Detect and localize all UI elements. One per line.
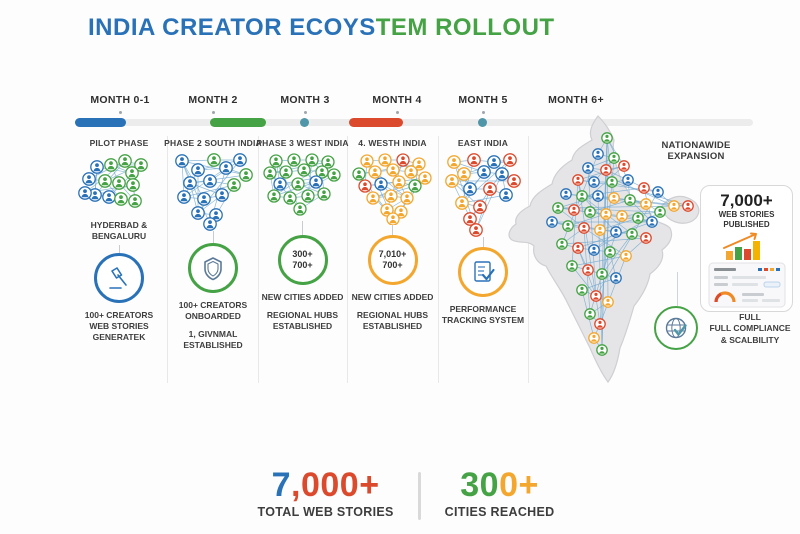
column-divider	[167, 136, 168, 383]
expansion-header: NATIONAWIDE EXPANSION	[661, 140, 731, 162]
stat-divider	[417, 472, 421, 520]
phase-label: 4. WESTH INDIA	[358, 138, 427, 148]
column-divider	[258, 136, 259, 383]
title-blue-part: INDIA CREATOR ECOYS	[88, 14, 376, 41]
stat-total-web-stories: 7,000+ TOTAL WEB STORIES	[258, 468, 394, 520]
badge-stat-line1: 7,010+	[378, 249, 407, 260]
badge-stat-line2: 700+	[382, 260, 403, 270]
timeline-tick	[119, 111, 122, 114]
card-connector-line	[677, 272, 678, 306]
card-label-line1: WEB STORIES	[718, 209, 775, 219]
column-caption: NEW CITIES ADDED	[351, 292, 434, 302]
column-phase3-west: PHASE 3 WEST INDIA 300+ 700+ NEW CITIES …	[256, 135, 348, 332]
compliance-line1: FULL	[739, 312, 761, 322]
location-label: HYDERBAD & BENGALURU	[90, 219, 148, 241]
column-phase2-south: PHASE 2 SOUTH INDIA 100+ CREATORS ONBOAR…	[164, 135, 262, 351]
compliance-badge	[654, 306, 698, 350]
compliance-text: FULL FULL COMPLIANCE & SCALBILITY	[698, 312, 800, 346]
tracking-badge	[458, 247, 508, 297]
month-label-3: MONTH 3	[280, 94, 330, 106]
badge-stat-line1: 300+	[292, 249, 313, 260]
stat2-label: CITIES REACHED	[444, 505, 555, 519]
column-caption: 1, GIVNMAL ESTABLISHED	[183, 329, 243, 351]
column-pilot-phase: PILOT PHASE HYDERBAD & BENGALURU 100+ CR…	[75, 135, 163, 343]
mini-dashboard	[708, 262, 785, 308]
timeline-tick	[212, 111, 215, 114]
timeline-track	[75, 119, 753, 126]
network-diagram	[352, 153, 432, 225]
stat1-value-blue: 7	[271, 466, 292, 504]
connector-line	[212, 231, 214, 243]
month-label-6plus: MONTH 6+	[548, 94, 604, 106]
shield-icon	[204, 257, 222, 281]
badge-stat-line2: 700+	[292, 260, 313, 270]
column-caption: PERFORMANCE TRACKING SYSTEM	[441, 304, 525, 326]
connector-line	[118, 245, 120, 253]
india-map	[508, 115, 700, 384]
column-caption: REGIONAL HUBS ESTABLISHED	[266, 310, 339, 332]
stat2-value-green: 30	[460, 466, 500, 504]
timeline-segment-pilot	[75, 118, 126, 127]
network-diagram	[175, 153, 253, 231]
title-green-part: TEM ROLLOUT	[375, 14, 555, 41]
timeline-dot-month5	[478, 118, 487, 127]
column-divider	[528, 136, 529, 383]
month-label-5: MONTH 5	[458, 94, 508, 106]
compliance-line2: FULL COMPLIANCE	[709, 323, 791, 334]
phase-label: PILOT PHASE	[89, 138, 149, 148]
network-diagram	[78, 154, 148, 208]
timeline-dot-month3	[300, 118, 309, 127]
compliance-line3: & SCALBILITY	[720, 334, 780, 345]
footer-stats: 7,000+ TOTAL WEB STORIES 300+ CITIES REA…	[6, 468, 800, 520]
timeline-segment-phase2	[210, 118, 266, 127]
column-east-india: EAST INDIA PERFORMANCE TRACKING SYSTEM	[440, 135, 526, 326]
column-caption: 100+ CREATORS ONBOARDED	[178, 300, 248, 322]
stats-badge: 300+ 700+	[277, 235, 328, 285]
timeline-tick	[304, 111, 307, 114]
phase-label: PHASE 3 WEST INDIA	[256, 138, 349, 148]
column-caption: 100+ CREATORS WEB STORIES GENERATEK	[84, 310, 154, 343]
shield-badge	[188, 243, 238, 293]
stats-badge: 7,010+ 700+	[367, 235, 418, 285]
column-divider	[347, 136, 348, 383]
globe-check-icon	[665, 317, 687, 339]
stat1-value-red: ,000+	[291, 466, 380, 504]
timeline-tick	[396, 111, 399, 114]
connector-line	[392, 225, 393, 235]
stat1-label: TOTAL WEB STORIES	[257, 505, 394, 519]
clipboard-check-icon	[474, 261, 495, 282]
web-stories-card: 7,000+ WEB STORIES PUBLISHED	[700, 185, 793, 312]
gavel-badge	[94, 253, 144, 303]
phase-label: EAST INDIA	[457, 138, 509, 148]
stat-cities-reached: 300+ CITIES REACHED	[445, 468, 555, 520]
network-diagram	[445, 153, 521, 237]
card-label-line2: PUBLISHED	[723, 219, 770, 229]
timeline-tick	[482, 111, 485, 114]
connector-line	[482, 237, 484, 247]
timeline-segment-month4	[349, 118, 403, 127]
month-label-2: MONTH 2	[188, 94, 238, 106]
column-divider	[438, 136, 439, 383]
page-title: INDIA CREATOR ECOYSTEM ROLLOUT	[88, 14, 555, 42]
stat2-value-orange: 0+	[499, 466, 539, 504]
network-diagram	[263, 153, 341, 216]
gavel-icon	[109, 267, 127, 289]
column-caption: REGIONAL HUBS ESTABLISHED	[356, 310, 429, 332]
phase-label: PHASE 2 SOUTH INDIA	[164, 138, 262, 148]
month-label-4: MONTH 4	[372, 94, 422, 106]
column-phase4: 4. WESTH INDIA 7,010+ 700+ NEW CITIES AD…	[349, 135, 436, 332]
month-label-0-1: MONTH 0-1	[90, 94, 150, 106]
column-caption: NEW CITIES ADDED	[261, 292, 344, 302]
card-value: 7,000+	[720, 191, 773, 210]
mini-chart	[722, 232, 760, 260]
connector-line	[302, 221, 303, 235]
